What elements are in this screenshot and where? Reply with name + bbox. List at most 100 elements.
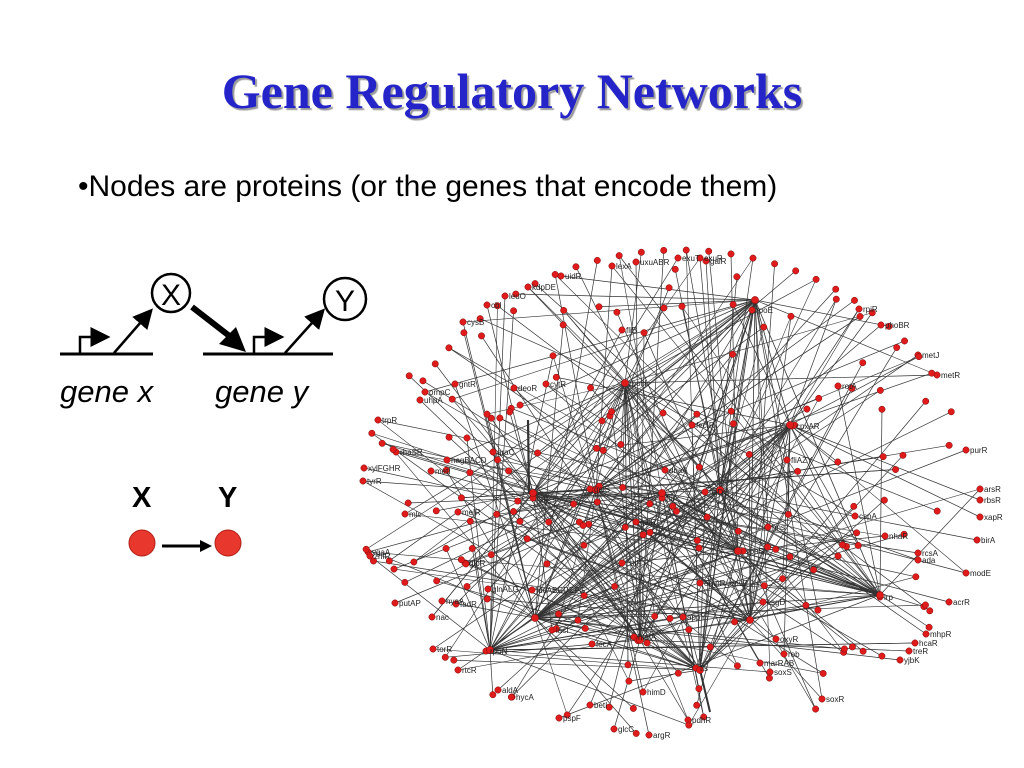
network-node bbox=[685, 626, 693, 634]
network-edge bbox=[699, 619, 751, 671]
network-node-label: rpoH bbox=[629, 379, 647, 388]
network-node bbox=[693, 701, 701, 709]
network-node bbox=[674, 669, 682, 677]
network-node bbox=[531, 614, 539, 622]
network-node bbox=[385, 557, 393, 565]
network-node-label: xapR bbox=[984, 513, 1003, 522]
network-edge bbox=[699, 362, 864, 671]
network-node bbox=[746, 616, 754, 624]
network-node bbox=[543, 560, 551, 568]
network-node bbox=[682, 246, 690, 254]
network-node-label: araC bbox=[497, 448, 515, 457]
network-edge bbox=[749, 619, 823, 700]
network-node bbox=[659, 409, 667, 417]
network-node bbox=[853, 529, 861, 537]
network-node bbox=[448, 395, 456, 403]
network-node bbox=[695, 463, 703, 471]
network-node-label: trpR bbox=[382, 416, 397, 425]
network-node bbox=[580, 541, 588, 549]
network-edge bbox=[373, 560, 751, 621]
network-node bbox=[429, 645, 437, 653]
network-node-label: metI bbox=[435, 467, 451, 476]
network-node bbox=[727, 250, 735, 258]
network-node-label: exuT bbox=[682, 254, 700, 263]
network-node bbox=[374, 416, 382, 424]
network-node bbox=[672, 507, 680, 515]
network-node-label: ygaA bbox=[372, 548, 391, 557]
network-edge bbox=[624, 382, 739, 552]
network-edge bbox=[532, 257, 701, 494]
network-node bbox=[854, 542, 862, 549]
network-node-label: lrp bbox=[884, 593, 893, 602]
network-edge bbox=[489, 649, 771, 673]
network-edge bbox=[749, 299, 756, 621]
network-edge bbox=[624, 382, 856, 517]
network-node bbox=[441, 653, 449, 661]
network-node-label: gntR bbox=[459, 380, 476, 389]
network-edge bbox=[719, 327, 765, 491]
network-node bbox=[489, 691, 497, 699]
network-node bbox=[962, 446, 970, 454]
network-node bbox=[401, 510, 409, 518]
network-node-label: soxR bbox=[826, 695, 844, 704]
network-node bbox=[579, 521, 587, 529]
network-node bbox=[734, 547, 742, 555]
network-node bbox=[619, 484, 627, 491]
network-node bbox=[466, 469, 474, 477]
network-edge bbox=[489, 594, 881, 651]
network-edge bbox=[879, 409, 883, 596]
network-node bbox=[701, 488, 709, 496]
network-node bbox=[851, 296, 858, 304]
network-node bbox=[915, 353, 923, 361]
network-edge bbox=[699, 276, 738, 671]
network-node bbox=[832, 295, 840, 303]
network-node bbox=[442, 545, 450, 552]
network-node bbox=[587, 384, 595, 392]
network-edge bbox=[719, 489, 881, 596]
network-edge bbox=[879, 488, 981, 596]
network-node bbox=[900, 530, 908, 538]
network-node bbox=[962, 569, 970, 577]
network-node bbox=[459, 318, 467, 326]
network-node-label: nagBACD bbox=[451, 456, 487, 465]
network-node-label: torR bbox=[437, 645, 452, 654]
network-node bbox=[632, 258, 640, 266]
network-edge bbox=[789, 424, 859, 546]
network-node bbox=[688, 421, 696, 429]
network-edge bbox=[661, 492, 770, 679]
network-node-label: ada bbox=[922, 556, 936, 565]
network-node bbox=[542, 380, 550, 388]
network-edge bbox=[534, 617, 701, 671]
network-node-label: hyaA bbox=[446, 597, 465, 606]
network-node bbox=[766, 668, 774, 676]
network-node bbox=[551, 271, 559, 278]
network-edge bbox=[457, 594, 881, 671]
network-node bbox=[899, 451, 907, 459]
network-edge bbox=[754, 299, 890, 327]
network-node bbox=[378, 439, 386, 447]
network-edge bbox=[448, 347, 663, 494]
network-node bbox=[693, 410, 701, 418]
network-edge bbox=[577, 550, 739, 621]
network-node bbox=[810, 566, 818, 574]
network-edge bbox=[595, 489, 883, 657]
network-node bbox=[608, 262, 616, 270]
network-edge bbox=[511, 407, 721, 491]
network-node-label: nhaR bbox=[889, 532, 908, 541]
network-node bbox=[760, 582, 768, 590]
network-node bbox=[661, 466, 669, 474]
network-node bbox=[696, 254, 704, 262]
network-node bbox=[848, 384, 856, 392]
network-node-label: cbl bbox=[491, 301, 501, 310]
network-node bbox=[786, 553, 794, 561]
network-edge bbox=[624, 382, 930, 612]
network-node-label: uidR bbox=[565, 272, 582, 281]
network-edge bbox=[546, 492, 663, 565]
network-node bbox=[665, 284, 673, 292]
network-node bbox=[585, 520, 593, 528]
network-edge bbox=[754, 299, 769, 528]
network-node-label: cspA bbox=[859, 512, 877, 521]
network-node bbox=[625, 677, 633, 685]
network-node-label: yjbK bbox=[904, 656, 920, 665]
network-node bbox=[818, 695, 826, 703]
